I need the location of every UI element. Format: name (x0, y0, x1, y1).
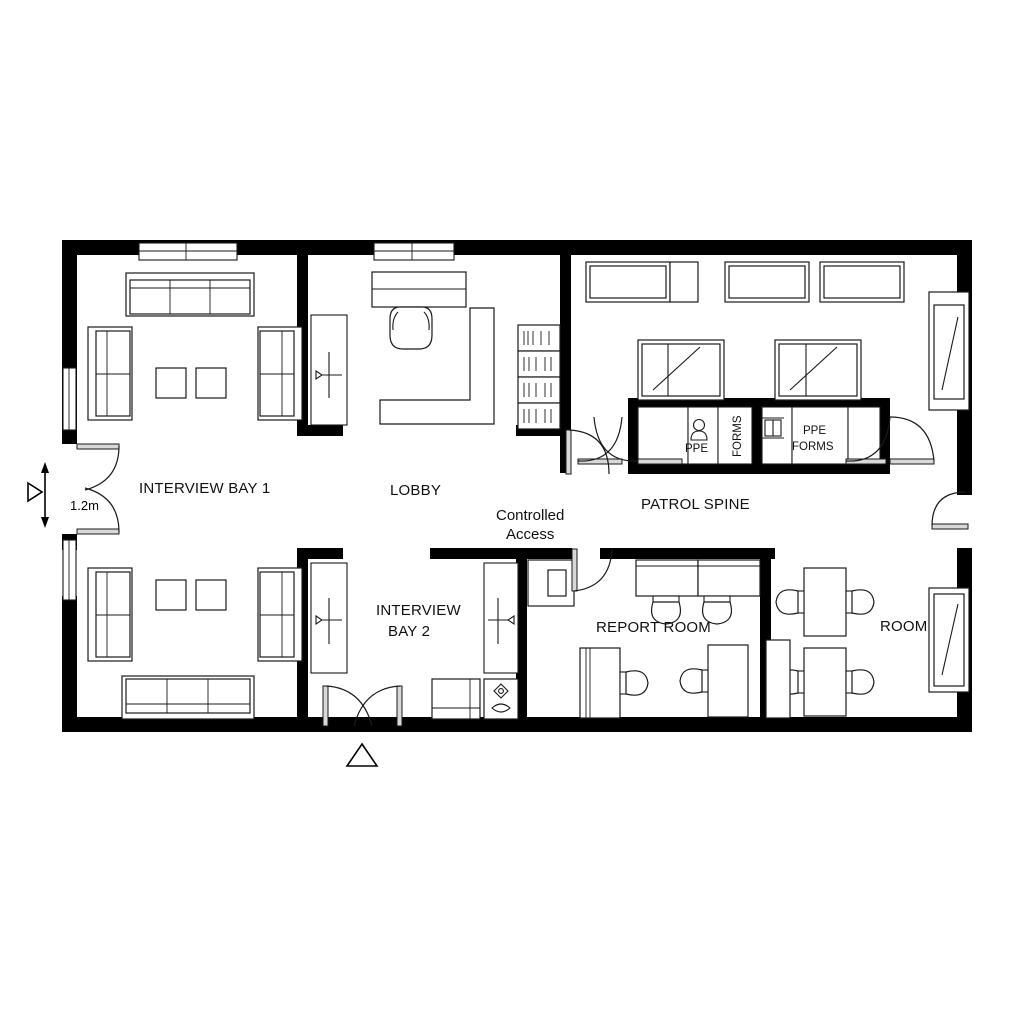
room-label-lobby: LOBBY (390, 482, 441, 499)
window-group-top (138, 242, 455, 261)
door-swing-icon (571, 548, 613, 592)
low-cabinet (431, 678, 481, 720)
locker-icon (762, 417, 784, 439)
office-chair (845, 669, 875, 695)
patrol-spine-benches (585, 261, 905, 303)
interview-bay-2-furniture (87, 567, 303, 720)
right-cabinet-upper (928, 291, 970, 411)
fixture-plate (483, 678, 519, 720)
shelf-unit (517, 376, 561, 404)
shelf-unit (517, 350, 561, 378)
controlled-access-desk (527, 559, 575, 607)
room-label-interview-bay-2-line2: BAY 2 (388, 623, 430, 640)
room-label-interview-bay-2-line1: INTERVIEW (376, 602, 462, 619)
office-chair (845, 589, 875, 615)
interior-door-lower (310, 562, 348, 674)
desk-right (707, 644, 749, 718)
office-chair (650, 595, 682, 625)
entry-double-door (322, 685, 403, 727)
patrol-spine-equipment (637, 339, 862, 401)
sprinkler-icon (493, 683, 509, 699)
desk-pair (635, 559, 761, 597)
office-chair (775, 589, 805, 615)
annotation-controlled-access-line2: Access (506, 526, 554, 543)
window-icon (373, 242, 455, 261)
table (803, 567, 847, 637)
room-furniture (765, 567, 875, 719)
armchair-right (257, 567, 303, 662)
cabinet-label-forms: FORMS (732, 415, 744, 457)
bench (724, 261, 810, 303)
sofa (121, 675, 255, 720)
interior-door-upper (310, 314, 348, 426)
desk-left (579, 647, 621, 719)
bench (585, 261, 671, 303)
person-icon (690, 418, 708, 441)
door-swing-icon (76, 443, 120, 491)
dimension-1-2m (27, 462, 49, 528)
cabinet-label-ppe-forms-line2: FORMS (792, 441, 834, 453)
armchair-left (87, 326, 133, 421)
shelf-unit (517, 402, 561, 430)
room-label-patrol-spine: PATROL SPINE (641, 496, 750, 513)
equipment-box (774, 339, 862, 401)
level-marker-triangle-icon (345, 742, 379, 767)
north-arrow-triangle-icon (27, 481, 44, 503)
ppe-forms-cabinet-bank (637, 406, 881, 465)
room-label-interview-bay-1: INTERVIEW BAY 1 (139, 480, 270, 497)
annotation-controlled-access-line1: Controlled (496, 507, 564, 524)
right-cabinet-lower (928, 587, 970, 693)
office-chair (389, 306, 433, 350)
drain-icon (491, 703, 511, 713)
interior-door-controlled-access (483, 562, 519, 674)
sofa (125, 272, 255, 317)
l-counter (379, 307, 495, 425)
door-swing-icon (593, 416, 683, 465)
room-label-report-room: REPORT ROOM (596, 619, 711, 636)
corridor-small-items (431, 678, 519, 720)
side-table (155, 579, 187, 611)
window-icon (138, 242, 238, 261)
cabinet (669, 261, 699, 303)
lobby-furniture (371, 271, 561, 430)
office-chair (679, 668, 709, 694)
door-swing-icon (76, 487, 120, 535)
report-room-furniture (527, 559, 761, 719)
armchair-right (257, 326, 303, 421)
table (803, 647, 847, 717)
interview-bay-1-furniture (87, 272, 303, 421)
window-icon (62, 539, 77, 601)
cabinet-label-ppe: PPE (685, 443, 708, 455)
door-swing-icon (845, 416, 891, 465)
room-label-room: ROOM (880, 618, 927, 635)
side-table (195, 367, 227, 399)
window-group-left (62, 367, 77, 601)
window-icon (62, 367, 77, 431)
armchair-left (87, 567, 133, 662)
shelf-unit (517, 324, 561, 352)
door-swing-icon (931, 491, 969, 530)
dimension-label-1-2m: 1.2m (70, 498, 99, 513)
side-table (155, 367, 187, 399)
door-swing-icon (889, 416, 935, 465)
shelving-units (517, 324, 561, 430)
office-chair (701, 595, 733, 625)
bench (819, 261, 905, 303)
door-swing-icon (565, 429, 610, 475)
office-chair (619, 670, 649, 696)
equipment-box (637, 339, 725, 401)
partition (765, 639, 791, 719)
door-swing-icon (577, 416, 623, 465)
cabinet-label-ppe-forms-line1: PPE (803, 425, 826, 437)
reception-desk (371, 271, 467, 308)
side-table (195, 579, 227, 611)
